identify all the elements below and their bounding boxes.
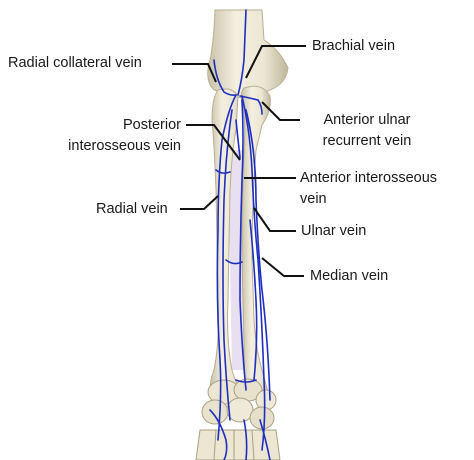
label-radial-collateral-vein: Radial collateral vein <box>8 55 142 71</box>
label-anterior-ulnar-recurrent-vein-line1: Anterior ulnar <box>323 112 411 128</box>
ulnar-vein-leader <box>253 207 296 232</box>
label-posterior-interosseous-vein-line2: interosseous vein <box>68 138 181 154</box>
carpal-bones <box>195 378 281 460</box>
radial-collateral-vein-leader <box>172 63 217 83</box>
posterior-interosseous-vein-path <box>235 119 241 159</box>
label-posterior-interosseous-vein-line1: Posterior <box>122 117 181 133</box>
anterior-ulnar-recurrent-vein-path <box>239 95 263 115</box>
radial-vein-path <box>216 94 237 441</box>
median-vein-path <box>249 219 258 381</box>
radial-vein-path-2 <box>222 109 233 421</box>
label-anterior-interosseous-vein-line2: vein <box>300 191 327 207</box>
ulna-bone <box>240 85 271 393</box>
brachial-vein-path <box>237 9 247 96</box>
leader-lines <box>172 45 306 277</box>
label-anterior-ulnar-recurrent-vein-line2: recurrent vein <box>322 133 412 149</box>
median-vein-leader <box>261 257 304 277</box>
label-brachial-vein: Brachial vein <box>312 38 396 54</box>
radial-collateral-vein-path <box>213 59 237 96</box>
ulnar-vein-path-2 <box>245 109 271 401</box>
posterior-interosseous-vein-leader <box>186 124 241 161</box>
label-posterior-interosseous-vein: Posterior interosseous vein <box>40 115 181 157</box>
label-anterior-interosseous-vein-line1: Anterior interosseous <box>300 170 438 186</box>
brachial-vein-leader <box>245 45 306 79</box>
anterior-ulnar-recurrent-vein-leader <box>261 101 300 121</box>
anterior-interosseous-vein-path <box>239 99 247 391</box>
ulnar-vein-path <box>241 95 266 451</box>
veins <box>209 9 271 460</box>
label-radial-vein: Radial vein <box>96 201 168 217</box>
label-anterior-interosseous-vein: Anterior interosseous vein <box>300 168 472 210</box>
label-median-vein: Median vein <box>310 268 389 284</box>
label-ulnar-vein: Ulnar vein <box>301 223 367 239</box>
label-anterior-ulnar-recurrent-vein: Anterior ulnar recurrent vein <box>302 110 432 152</box>
radial-vein-leader <box>180 195 219 210</box>
